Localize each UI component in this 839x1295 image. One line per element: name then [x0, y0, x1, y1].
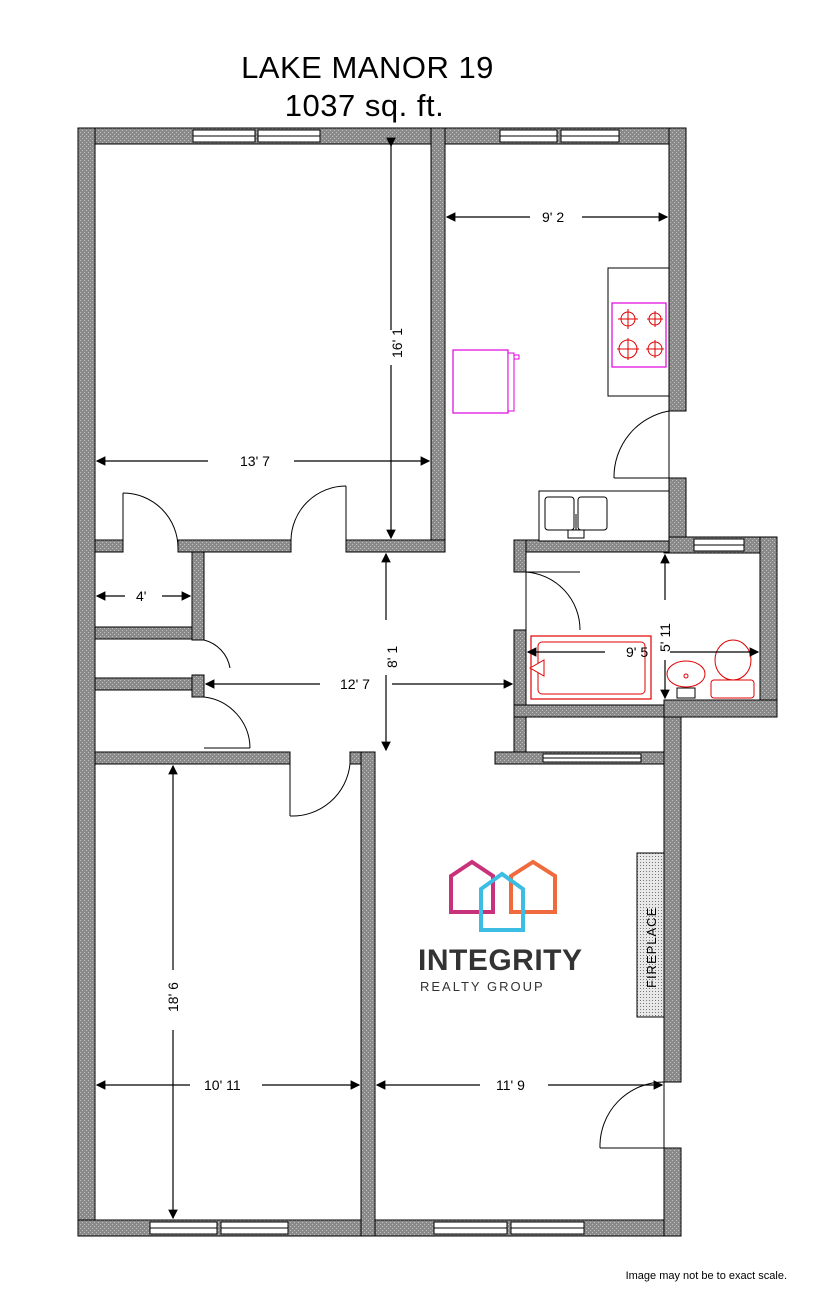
wall-bed1-bottom-a	[94, 539, 124, 553]
wall-closet-right	[191, 551, 205, 641]
wall-right-lower	[663, 711, 682, 1083]
plan-title: LAKE MANOR 19	[241, 50, 494, 85]
doors	[122, 410, 670, 1149]
dimension-lines	[95, 137, 760, 1220]
counter	[607, 267, 670, 397]
fireplace-label: FIREPLACE	[644, 907, 659, 988]
kitchen-sink-icon	[538, 490, 670, 542]
integrity-logo: INTEGRITY REALTY GROUP	[418, 859, 583, 994]
wall-bath-left	[513, 629, 527, 753]
wall-bed2-top-a	[94, 751, 291, 765]
dim-18-6: 18' 6	[165, 982, 181, 1012]
dim-9-5: 9' 5	[626, 644, 648, 660]
dimension-labels: 16' 1 13' 7 9' 2 4' 8' 1 12' 7 5' 11 9' …	[136, 209, 673, 1093]
wall-right-bottom	[663, 1147, 682, 1237]
toilet-icon	[710, 639, 755, 699]
fireplace: FIREPLACE	[636, 852, 665, 1018]
wall-bath-right	[759, 536, 778, 718]
dim-8-1: 8' 1	[384, 646, 400, 668]
dim-4: 4'	[136, 588, 146, 604]
bathroom-fixtures	[528, 635, 755, 700]
plan-area: 1037 sq. ft.	[284, 88, 445, 123]
wall-bed1-bottom-b	[177, 539, 292, 553]
bathroom-sink-icon	[666, 660, 706, 699]
wall-bed2-living	[360, 751, 376, 1237]
dim-5-11: 5' 11	[657, 623, 673, 652]
logo-tagline: REALTY GROUP	[420, 979, 545, 994]
wall-bed1-bottom-c	[345, 539, 446, 553]
wall-closet-shelf-1	[94, 626, 193, 640]
wall-bath-bottom	[663, 699, 778, 718]
wall-right-upper	[668, 127, 687, 412]
wall-closet-shelf-2	[94, 677, 193, 691]
dim-12-7: 12' 7	[340, 676, 370, 692]
dim-9-2: 9' 2	[542, 209, 564, 225]
bathtub-icon	[528, 635, 652, 700]
wall-bath-left-top	[513, 539, 527, 573]
logo-name: INTEGRITY	[418, 944, 583, 977]
dim-11-9: 11' 9	[496, 1077, 525, 1093]
dim-10-11: 10' 11	[204, 1077, 241, 1093]
house-icon	[449, 859, 557, 932]
stove-icon	[611, 302, 667, 368]
scale-disclaimer: Image may not be to exact scale.	[625, 1270, 787, 1282]
refrigerator-icon	[452, 349, 520, 414]
dim-16-1: 16' 1	[389, 328, 405, 358]
kitchen-appliances	[452, 267, 670, 542]
wall-kitchen-bath	[513, 539, 670, 553]
wall-closet-right-b	[191, 674, 205, 698]
wall-left	[77, 127, 96, 1237]
dim-13-7: 13' 7	[240, 453, 270, 469]
windows	[149, 129, 745, 1235]
wall-bed1-kitchen	[430, 127, 446, 553]
wall-bath-inner-bottom	[513, 704, 665, 718]
